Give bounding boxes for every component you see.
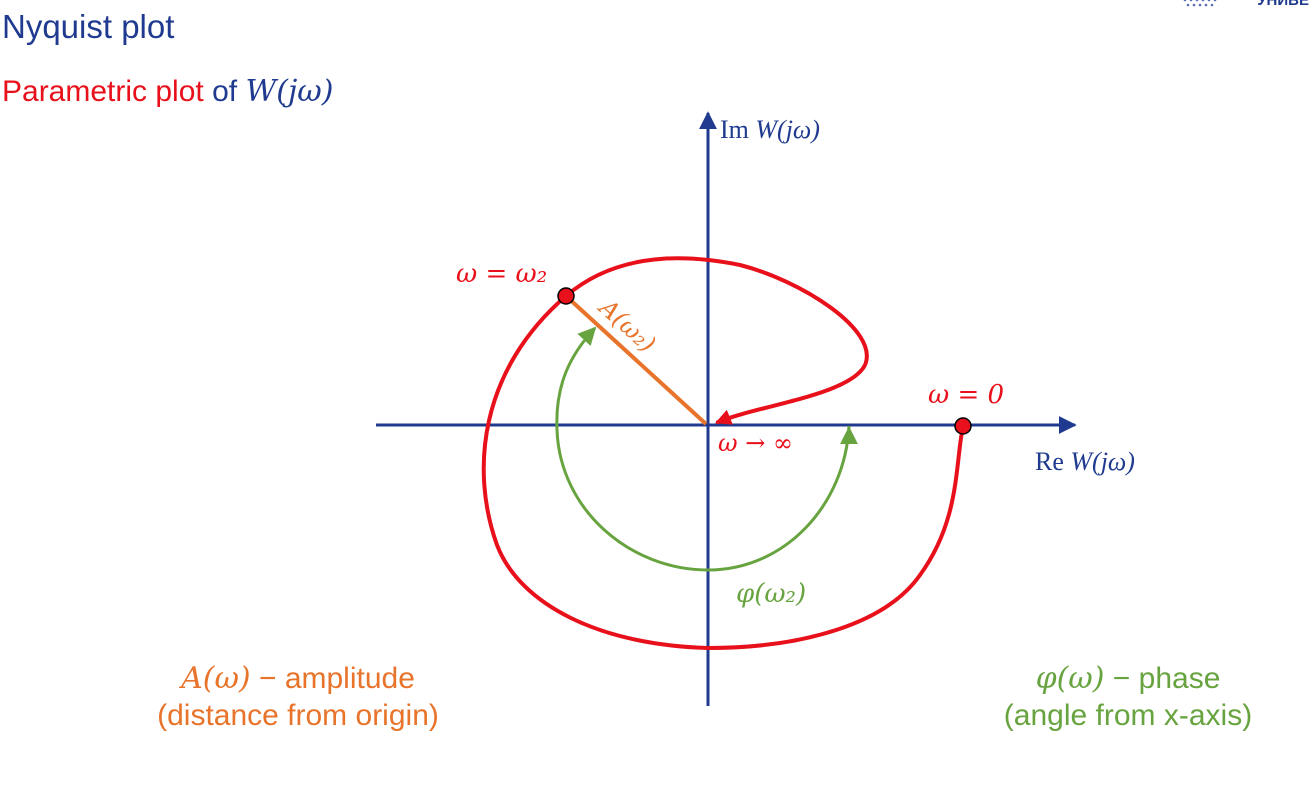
page-subtitle: Parametric plot of W(jω): [2, 74, 333, 109]
label-omega-0: ω = 0: [928, 380, 1004, 410]
university-logo: УНИВЕ: [1181, 0, 1311, 14]
point-omega-2: [557, 287, 575, 305]
amplitude-vector: [564, 294, 708, 426]
subtitle-math: W(jω): [245, 74, 334, 109]
amplitude-note: A(ω) − amplitude (distance from origin): [118, 660, 478, 734]
im-axis-label: Im W(jω): [720, 115, 820, 144]
page-title: Nyquist plot: [2, 8, 175, 45]
re-axis-label: Re W(jω): [1035, 447, 1135, 476]
logo-dots-icon: [1183, 0, 1217, 7]
label-amplitude-vector: A(ω₂): [592, 292, 661, 358]
label-phase-arc: φ(ω₂): [736, 579, 806, 609]
amplitude-note-text: − amplitude: [250, 662, 415, 695]
phase-arc: [555, 326, 851, 572]
nyquist-curve: [481, 256, 965, 651]
phase-note-line1: φ(ω) − phase: [968, 660, 1288, 697]
point-omega-0: [954, 417, 972, 435]
amplitude-note-line2: (distance from origin): [157, 699, 439, 732]
subtitle-connector: of: [203, 75, 246, 108]
phase-note-text: − phase: [1104, 662, 1221, 695]
logo-text: УНИВЕ: [1257, 0, 1309, 9]
label-omega-2: ω = ω₂: [456, 259, 547, 289]
phase-note-math: φ(ω): [1035, 661, 1105, 696]
amplitude-note-line1: A(ω) − amplitude: [118, 660, 478, 697]
amplitude-note-math: A(ω): [181, 661, 251, 696]
phase-note-line2: (angle from x-axis): [1003, 699, 1253, 732]
phase-note: φ(ω) − phase (angle from x-axis): [968, 660, 1288, 734]
subtitle-highlight: Parametric plot: [2, 75, 204, 108]
label-omega-infinity: ω → ∞: [718, 429, 793, 457]
